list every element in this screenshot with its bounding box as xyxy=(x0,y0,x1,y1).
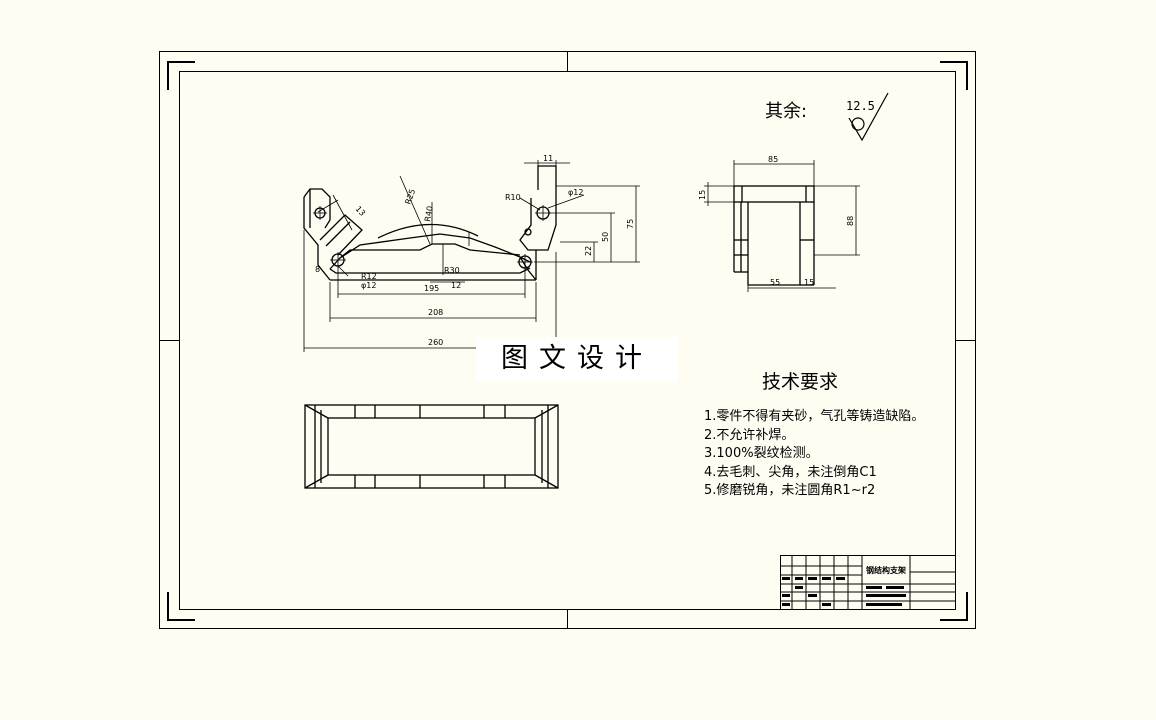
title-block-fills xyxy=(782,577,906,606)
title-block-part-name: 钢结构支架 xyxy=(866,566,906,575)
dim-85: 85 xyxy=(768,155,778,164)
dim-r25: R25 xyxy=(403,188,417,206)
dim-50: 50 xyxy=(601,232,610,242)
title-block xyxy=(780,555,956,610)
dim-15-left: 15 xyxy=(698,190,707,200)
dim-r12: R12 xyxy=(361,272,377,281)
dim-phi12-top: φ12 xyxy=(568,188,583,197)
side-view xyxy=(733,185,815,286)
dim-11: 11 xyxy=(543,154,553,163)
watermark-label: 图文设计 xyxy=(476,337,678,381)
technical-requirements-title: 技术要求 xyxy=(762,371,839,393)
side-dimensions xyxy=(704,160,860,292)
surface-finish-value: 12.5 xyxy=(846,99,875,113)
dim-r40: R40 xyxy=(423,205,435,222)
dim-r10: R10 xyxy=(505,193,521,202)
dim-55: 55 xyxy=(770,278,780,287)
roughness-symbol xyxy=(848,92,889,142)
top-view xyxy=(304,404,559,489)
requirement-item: 5.修磨锐角，未注圆角R1~r2 xyxy=(704,483,876,498)
dim-22: 22 xyxy=(584,246,593,256)
technical-requirements-list: 1.零件不得有夹砂，气孔等铸造缺陷。 2.不允许补焊。 3.100%裂纹检测。 … xyxy=(704,408,924,501)
dim-208: 208 xyxy=(428,308,443,317)
dim-88: 88 xyxy=(846,216,855,226)
dim-phi12-bottom: φ12 xyxy=(361,281,376,290)
dim-195: 195 xyxy=(424,284,439,293)
dim-12: 12 xyxy=(451,281,461,290)
dim-15-bottom: 15 xyxy=(804,278,814,287)
requirement-item: 2.不允许补焊。 xyxy=(704,427,795,443)
surface-finish-label: 其余: xyxy=(765,101,808,122)
dim-13: 13 xyxy=(354,204,368,218)
dim-75: 75 xyxy=(626,219,635,229)
requirement-item: 4.去毛刺、尖角，未注倒角C1 xyxy=(704,464,877,480)
dim-r30: R30 xyxy=(444,266,460,275)
dim-8: 8 xyxy=(315,265,320,274)
front-view xyxy=(303,165,557,281)
dim-260: 260 xyxy=(428,338,443,347)
requirement-item: 3.100%裂纹检测。 xyxy=(704,446,819,461)
requirement-item: 1.零件不得有夹砂，气孔等铸造缺陷。 xyxy=(704,409,925,424)
